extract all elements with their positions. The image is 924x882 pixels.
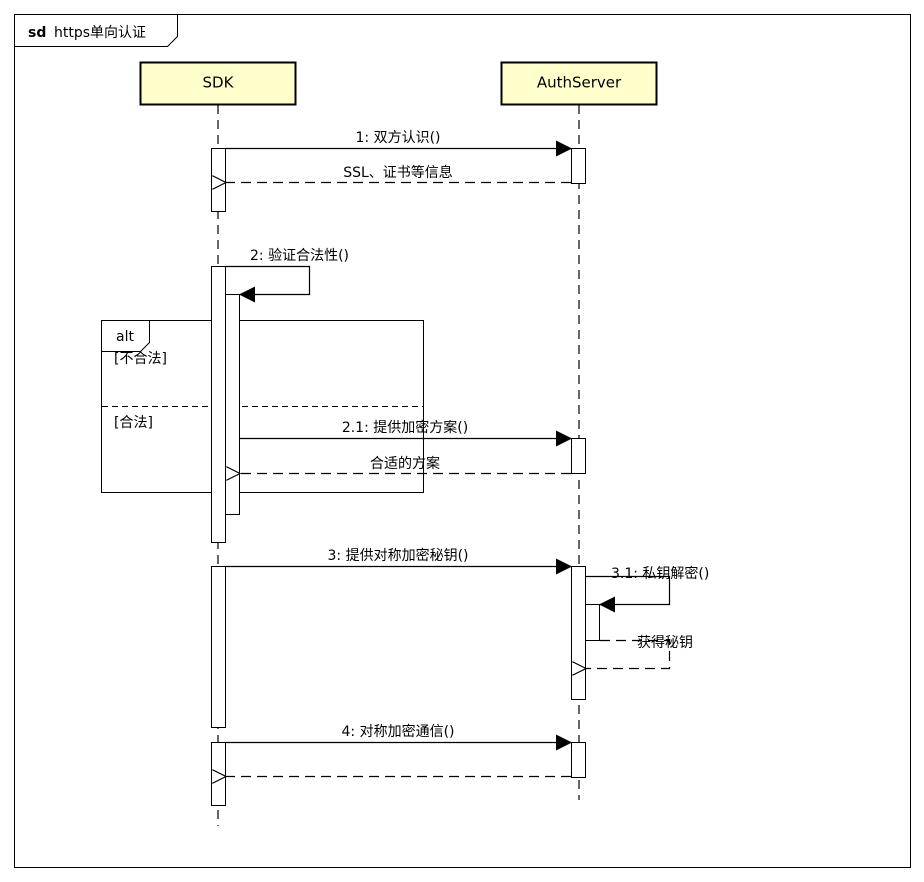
activation-auth-1 xyxy=(571,148,586,184)
alt-keyword: alt xyxy=(116,329,134,345)
message-3-1-label: 3.1: 私钥解密() xyxy=(611,565,709,582)
participant-authserver: AuthServer xyxy=(500,61,658,106)
alt-guard-legal: [合法] xyxy=(114,415,153,431)
reply-1-label: SSL、证书等信息 xyxy=(343,164,453,181)
message-2-arrow xyxy=(226,265,311,303)
activation-sdk-3 xyxy=(211,566,226,728)
participant-sdk-label: SDK xyxy=(203,74,235,92)
message-2-label: 2: 验证合法性() xyxy=(250,248,349,264)
activation-sdk-2-nested xyxy=(225,294,240,515)
alt-guard-illegal: [不合法] xyxy=(114,351,167,367)
frame-title: https单向认证 xyxy=(54,25,146,41)
message-3-label: 3: 提供对称加密秘钥() xyxy=(328,547,469,564)
alt-fragment: alt [不合法] [合法] xyxy=(101,320,424,493)
frame-keyword: sd xyxy=(28,25,46,41)
activation-sdk-2 xyxy=(211,266,226,543)
message-2-1-label: 2.1: 提供加密方案() xyxy=(342,419,468,436)
participant-authserver-label: AuthServer xyxy=(537,74,622,92)
participant-authserver-box xyxy=(500,61,658,106)
alt-fragment-box xyxy=(101,320,424,493)
diagram-frame xyxy=(14,14,911,868)
participant-sdk-box xyxy=(139,61,297,106)
participant-sdk: SDK xyxy=(139,61,297,106)
activation-auth-3-nested xyxy=(585,604,600,641)
reply-3-1-arrow xyxy=(586,639,671,669)
activation-auth-3 xyxy=(571,566,586,700)
activation-auth-2 xyxy=(571,438,586,474)
activation-sdk-1 xyxy=(211,148,226,212)
activation-sdk-4 xyxy=(211,742,226,806)
message-1-label: 1: 双方认识() xyxy=(356,130,441,146)
message-3-1-arrow xyxy=(586,575,671,613)
activation-auth-4 xyxy=(571,742,586,778)
reply-3-1-label: 获得秘钥 xyxy=(637,634,693,651)
message-4-label: 4: 对称加密通信() xyxy=(342,723,455,740)
reply-2-1-label: 合适的方案 xyxy=(370,455,440,472)
diagram-frame-tab xyxy=(14,14,178,47)
alt-fragment-tab xyxy=(101,320,150,352)
